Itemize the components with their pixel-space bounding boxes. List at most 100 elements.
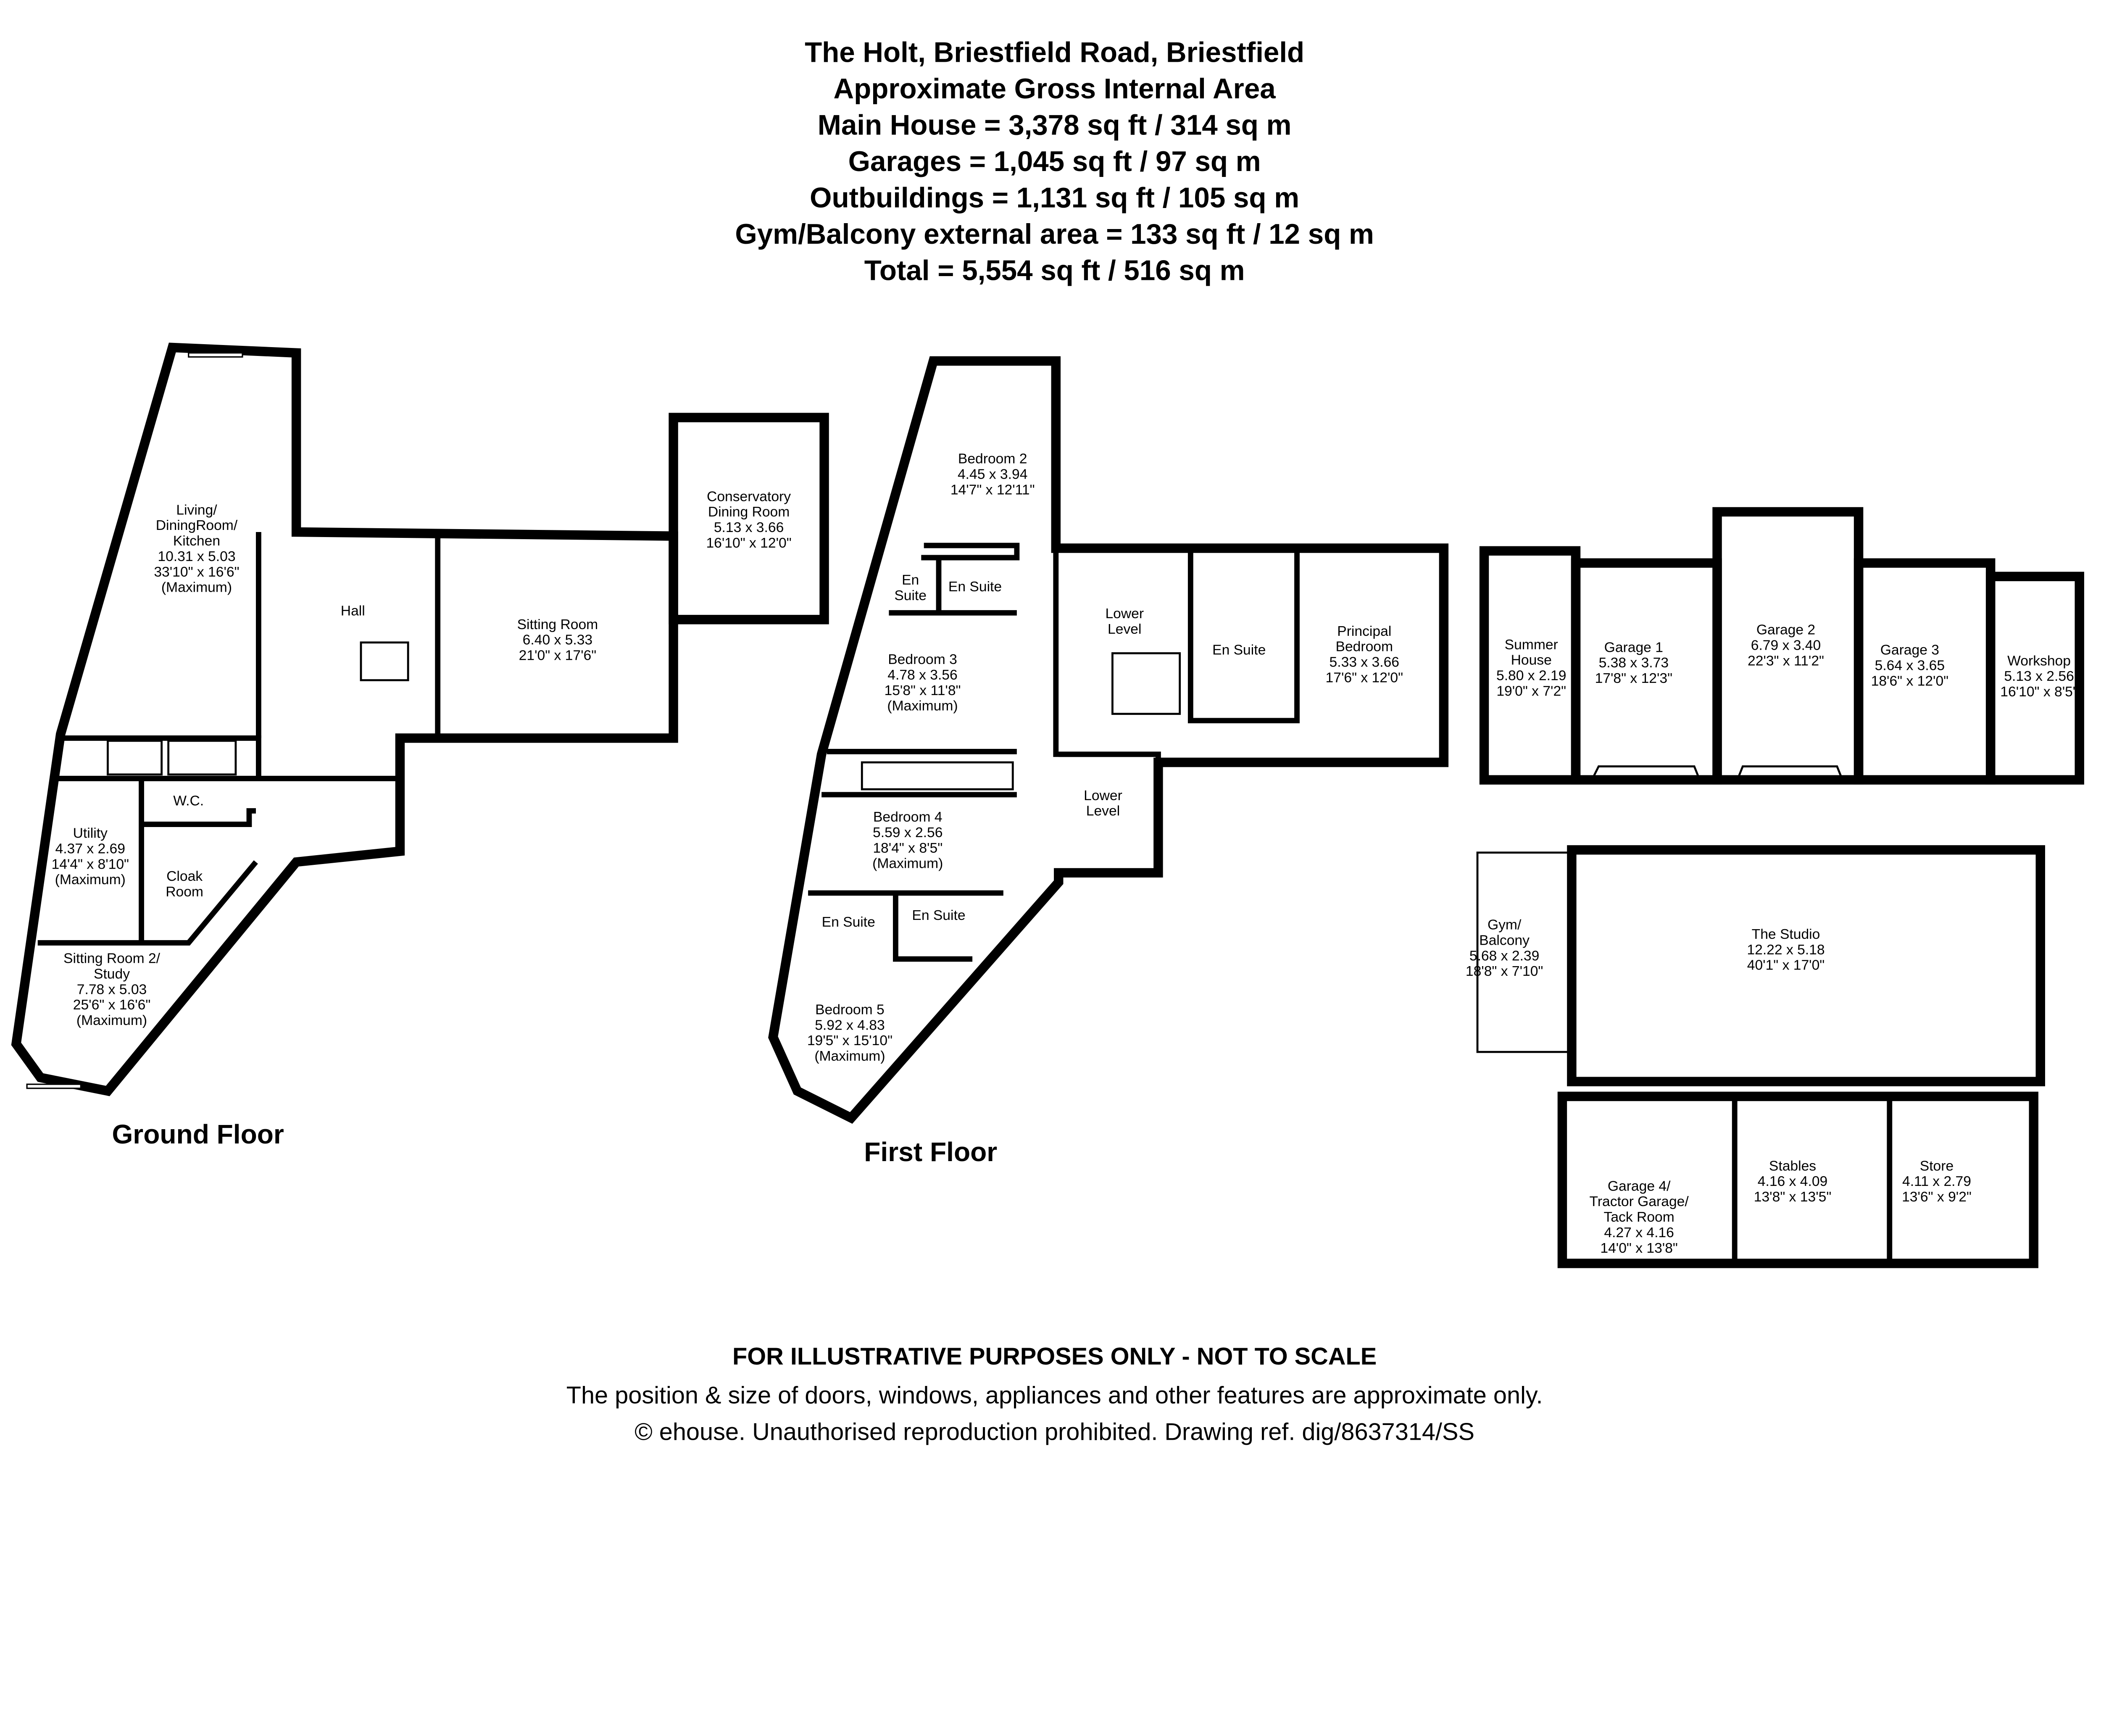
room-detail: House xyxy=(1511,653,1552,668)
room-name: En Suite xyxy=(912,908,965,923)
ground-floor-plan xyxy=(11,342,829,1096)
room-detail: Kitchen xyxy=(173,533,220,549)
room-detail: Dining Room xyxy=(708,504,790,520)
room-detail: 5.38 x 3.73 xyxy=(1599,655,1669,671)
room-detail: Level xyxy=(1108,622,1141,637)
stairs xyxy=(861,761,1014,790)
room-name: Principal xyxy=(1337,624,1391,639)
room-name: Garage 2 xyxy=(1756,622,1815,638)
room-name: Summer xyxy=(1505,637,1558,653)
room-name: En Suite xyxy=(822,914,875,930)
room-name: Utility xyxy=(73,826,108,841)
room-name: Workshop xyxy=(2007,653,2071,669)
room-detail: 5.13 x 2.56 xyxy=(2004,669,2074,684)
room-detail: 5.80 x 2.19 xyxy=(1496,668,1566,684)
room-detail: 16'10" x 12'0" xyxy=(706,535,791,551)
room-name: Sitting Room 2/ xyxy=(63,951,161,967)
room-detail: 5.59 x 2.56 xyxy=(873,825,943,840)
room-detail: 16'10" x 8'5" xyxy=(2000,684,2078,700)
room-detail: (Maximum) xyxy=(161,580,232,595)
room-en-suite-c: En Suite xyxy=(822,914,875,930)
room-detail: 22'3" x 11'2" xyxy=(1748,653,1824,669)
garage-4-block-wall xyxy=(1557,1091,2038,1268)
total-area: Total = 5,554 sq ft / 516 sq m xyxy=(864,255,1245,287)
room-name: Garage 4/ xyxy=(1608,1178,1671,1194)
room-detail: (Maximum) xyxy=(76,1013,147,1028)
room-detail: 19'5" x 15'10" xyxy=(807,1033,893,1048)
room-name: Gym/ xyxy=(1488,917,1522,933)
room-detail: 13'8" x 13'5" xyxy=(1754,1189,1832,1205)
gym-balcony-outline xyxy=(1476,851,1573,1053)
room-detail: 6.40 x 5.33 xyxy=(523,632,592,648)
footer: FOR ILLUSTRATIVE PURPOSES ONLY - NOT TO … xyxy=(566,1343,1543,1445)
room-detail: 14'7" x 12'11" xyxy=(950,482,1035,498)
workshop-wall xyxy=(1985,572,2084,785)
room-detail: 5.92 x 4.83 xyxy=(815,1017,885,1033)
main-house-area: Main House = 3,378 sq ft / 314 sq m xyxy=(818,110,1292,141)
room-detail: 40'1" x 17'0" xyxy=(1747,958,1825,973)
room-detail: 25'6" x 16'6" xyxy=(73,997,151,1013)
room-detail: 19'0" x 7'2" xyxy=(1496,683,1566,699)
room-detail: 14'0" x 13'8" xyxy=(1600,1241,1678,1256)
lower-level-wall xyxy=(1053,548,1158,757)
room-detail: 14'4" x 8'10" xyxy=(51,856,129,872)
room-name: Cloak xyxy=(166,869,203,884)
property-title: The Holt, Briestfield Road, Briestfield xyxy=(805,37,1304,68)
room-name: Garage 3 xyxy=(1880,643,1939,658)
room-detail: 4.37 x 2.69 xyxy=(55,841,125,856)
room-detail: 18'8" x 7'10" xyxy=(1466,964,1543,979)
outbuildings-area: Outbuildings = 1,131 sq ft / 105 sq m xyxy=(810,182,1299,214)
room-name: En xyxy=(902,572,919,588)
copyright: © ehouse. Unauthorised reproduction proh… xyxy=(635,1418,1474,1445)
area-heading: Approximate Gross Internal Area xyxy=(834,73,1276,105)
room-detail: 4.27 x 4.16 xyxy=(1604,1225,1674,1241)
garage-2-door[interactable] xyxy=(1736,765,1844,781)
room-detail: (Maximum) xyxy=(814,1048,885,1064)
conservatory-wall xyxy=(669,413,829,624)
room-name: Garage 1 xyxy=(1604,640,1663,655)
first-floor-outer-wall xyxy=(768,356,1449,1124)
room-name: Living/ xyxy=(176,502,217,518)
stair-wall xyxy=(62,735,400,781)
room-detail: (Maximum) xyxy=(887,698,958,714)
en-suite-wall xyxy=(1187,552,1300,724)
room-name: Bedroom 2 xyxy=(958,451,1027,467)
room-name: The Studio xyxy=(1752,927,1820,942)
ground-floor-label: Ground Floor xyxy=(112,1119,284,1149)
garage-1-door[interactable] xyxy=(1590,765,1701,781)
room-detail: Tractor Garage/ xyxy=(1590,1194,1689,1209)
room-en-suite-d: En Suite xyxy=(912,908,965,923)
room-name: Hall xyxy=(341,603,365,619)
room-en-suite-b: En Suite xyxy=(948,579,1002,595)
first-floor-plan xyxy=(768,356,1449,1124)
room-detail: 4.45 x 3.94 xyxy=(958,466,1027,482)
room-name: Bedroom 5 xyxy=(815,1002,885,1017)
room-wc: W.C. xyxy=(173,793,204,809)
room-detail: 5.33 x 3.66 xyxy=(1330,655,1399,670)
gym-balcony-area: Gym/Balcony external area = 133 sq ft / … xyxy=(735,219,1374,250)
room-detail: 18'4" x 8'5" xyxy=(873,840,943,856)
room-detail: (Maximum) xyxy=(55,872,126,888)
room-name: Bedroom 4 xyxy=(873,809,943,825)
room-name: Store xyxy=(1920,1158,1954,1174)
room-detail: 33'10" x 16'6" xyxy=(154,564,239,580)
cloak-wall xyxy=(37,860,258,946)
stairs xyxy=(107,641,409,776)
room-detail: Balcony xyxy=(1479,933,1530,948)
window xyxy=(26,1083,82,1089)
room-detail: 4.16 x 4.09 xyxy=(1758,1174,1827,1189)
bedroom-2-wall xyxy=(921,543,1020,561)
room-name: Stables xyxy=(1769,1158,1816,1174)
